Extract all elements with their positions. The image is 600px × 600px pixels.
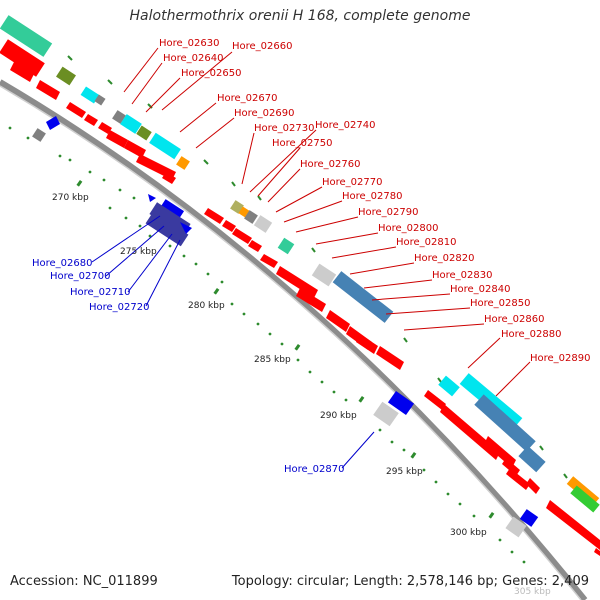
gene-label-hore-02700: Hore_02700 — [50, 271, 111, 282]
map-title: Halothermothrix orenii H 168, complete g… — [129, 8, 471, 24]
gene-label-hore-02880: Hore_02880 — [501, 329, 562, 340]
scale-label-295: 295 kbp — [386, 467, 423, 477]
gene-label-hore-02720: Hore_02720 — [89, 302, 150, 313]
scale-label-275: 275 kbp — [120, 247, 157, 257]
forward-leader-lines — [123, 47, 531, 397]
scale-labels: 270 kbp 275 kbp 280 kbp 285 kbp 290 kbp … — [52, 193, 551, 597]
gene-label-hore-02650: Hore_02650 — [181, 68, 242, 79]
gene-label-hore-02670: Hore_02670 — [217, 93, 278, 104]
scale-label-270: 270 kbp — [52, 193, 89, 203]
gene-label-hore-02730: Hore_02730 — [254, 123, 315, 134]
reverse-genes — [32, 116, 539, 538]
scale-label-285: 285 kbp — [254, 355, 291, 365]
genome-summary-text: Topology: circular; Length: 2,578,146 bp… — [231, 574, 589, 589]
gene-label-hore-02870: Hore_02870 — [284, 464, 345, 475]
forward-genes — [0, 15, 600, 556]
reverse-gene-labels: Hore_02680 Hore_02700 Hore_02710 Hore_02… — [32, 258, 345, 475]
accession-text: Accession: NC_011899 — [10, 574, 158, 589]
gene-label-hore-02850: Hore_02850 — [470, 298, 531, 309]
inner-tick-row — [8, 126, 526, 564]
genome-backbone — [0, 79, 588, 600]
gene-label-hore-02660: Hore_02660 — [232, 41, 293, 52]
gene-label-hore-02800: Hore_02800 — [378, 223, 439, 234]
gene-label-hore-02710: Hore_02710 — [70, 287, 131, 298]
scale-label-280: 280 kbp — [188, 301, 225, 311]
gene-label-hore-02680: Hore_02680 — [32, 258, 93, 269]
gene-label-hore-02830: Hore_02830 — [432, 270, 493, 281]
forward-gene-labels: Hore_02630 Hore_02640 Hore_02650 Hore_02… — [159, 38, 591, 364]
gene-label-hore-02820: Hore_02820 — [414, 253, 475, 264]
gene-label-hore-02790: Hore_02790 — [358, 207, 419, 218]
reverse-leader-lines — [91, 215, 375, 469]
gene-label-hore-02690: Hore_02690 — [234, 108, 295, 119]
gene-label-hore-02760: Hore_02760 — [300, 159, 361, 170]
scale-label-305: 305 kbp — [514, 587, 551, 597]
gene-label-hore-02890: Hore_02890 — [530, 353, 591, 364]
gene-label-hore-02750: Hore_02740 — [315, 120, 376, 131]
gene-label-hore-02640: Hore_02640 — [163, 53, 224, 64]
gene-label-hore-02840: Hore_02840 — [450, 284, 511, 295]
gene-label-hore-02740: Hore_02750 — [272, 138, 333, 149]
gene-label-hore-02860: Hore_02860 — [484, 314, 545, 325]
scale-label-300: 300 kbp — [450, 528, 487, 538]
gene-label-hore-02810: Hore_02810 — [396, 237, 457, 248]
gene-label-hore-02770: Hore_02770 — [322, 177, 383, 188]
gene-label-hore-02630: Hore_02630 — [159, 38, 220, 49]
gene-label-hore-02780: Hore_02780 — [342, 191, 403, 202]
scale-label-290: 290 kbp — [320, 411, 357, 421]
